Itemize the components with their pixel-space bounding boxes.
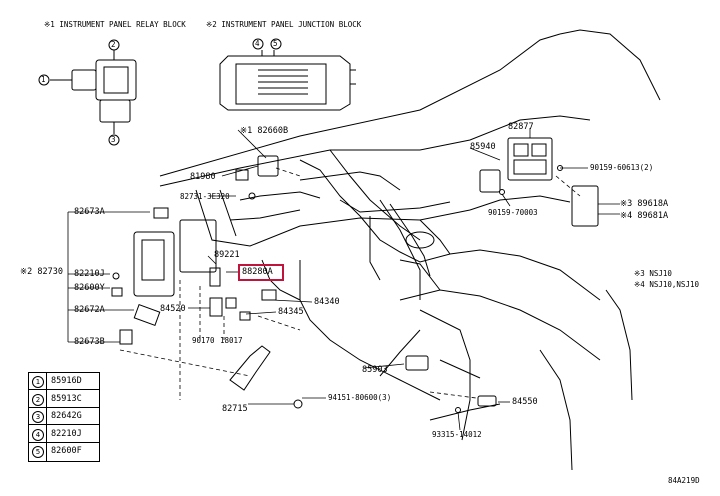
legend-part: 82642G — [51, 411, 82, 421]
relay-block-title: ※1 INSTRUMENT PANEL RELAY BLOCK — [44, 20, 186, 29]
legend-part: 85913C — [51, 393, 82, 404]
callout-1: 1 — [41, 75, 46, 84]
highlight-box — [238, 264, 284, 281]
part-label-88280a: 88280A — [242, 267, 273, 277]
part-label-82731: 82731-3E320 — [180, 192, 230, 201]
part-label-93315: 93315-14012 — [432, 430, 482, 439]
callout-3: 3 — [111, 135, 116, 144]
callout-4: 4 — [255, 39, 260, 48]
legend-number: 4 — [32, 428, 44, 441]
part-label-82730: ※2 82730 — [20, 267, 63, 277]
legend-row: 3 82642G — [29, 408, 99, 425]
legend-row: 4 82210J — [29, 426, 99, 443]
part-label-89221: 89221 — [214, 250, 240, 260]
part-label-84340: 84340 — [314, 297, 340, 307]
legend-number: 5 — [32, 446, 44, 458]
junction-block-drawing — [219, 38, 356, 111]
part-label-89618a: ※3 89618A — [620, 199, 669, 209]
legend-row: 1 85916D — [29, 373, 99, 390]
legend-divider — [46, 373, 47, 461]
part-label-84345: 84345 — [278, 307, 304, 317]
note-3: ※3 NSJ10 — [634, 269, 672, 278]
right-components — [405, 137, 599, 413]
legend-part: 85916D — [51, 376, 82, 386]
legend-number: 2 — [32, 393, 44, 406]
leader-lines — [67, 128, 620, 431]
bracket-drawing — [229, 345, 303, 409]
legend-number: 3 — [32, 411, 44, 423]
part-label-90159-60613: 90159-60613(2) — [590, 163, 654, 172]
part-label-82877: 82877 — [508, 122, 534, 132]
part-label-82660b: ※1 82660B — [240, 126, 289, 136]
steering-column — [379, 199, 435, 300]
part-label-85903: 85903 — [362, 365, 388, 375]
callout-2: 2 — [111, 40, 116, 49]
part-label-89681a: ※4 89681A — [620, 211, 669, 221]
part-label-90170: 90170 — [192, 336, 215, 345]
part-label-82715: 82715 — [222, 404, 248, 414]
part-label-84550: 84550 — [512, 397, 538, 407]
part-label-81980: 81980 — [190, 172, 216, 182]
dashboard-outline — [159, 29, 661, 471]
part-label-84520: 84520 — [160, 304, 186, 314]
part-label-82673b: 82673B — [74, 337, 105, 347]
legend-row: 2 85913C — [29, 391, 99, 408]
legend-part: 82210J — [51, 428, 82, 439]
part-label-90159-70003: 90159-70003 — [488, 208, 538, 217]
part-label-94151: 94151-80600(3) — [328, 393, 392, 402]
note-4: ※4 NSJ10,NSJ10 — [634, 280, 699, 289]
diagram-code: 84A219D — [668, 476, 700, 485]
legend-table: 1 85916D 2 85913C 3 82642G 4 82210J 5 82… — [28, 372, 100, 462]
legend-number: 1 — [32, 376, 44, 388]
callout-5: 5 — [273, 39, 278, 48]
part-label-18017: 18017 — [220, 336, 243, 345]
left-components — [111, 155, 279, 345]
legend-row: 5 82600F — [29, 443, 99, 460]
relay-block-drawing — [38, 39, 137, 146]
part-label-82600y: 82600Y — [74, 283, 105, 293]
part-label-82210j: 82210J — [74, 269, 105, 279]
part-label-85940: 85940 — [470, 142, 496, 152]
part-label-82673a: 82673A — [74, 207, 105, 217]
junction-block-title: ※2 INSTRUMENT PANEL JUNCTION BLOCK — [206, 20, 362, 29]
part-label-82672a: 82672A — [74, 305, 105, 315]
legend-part: 82600F — [51, 446, 82, 456]
